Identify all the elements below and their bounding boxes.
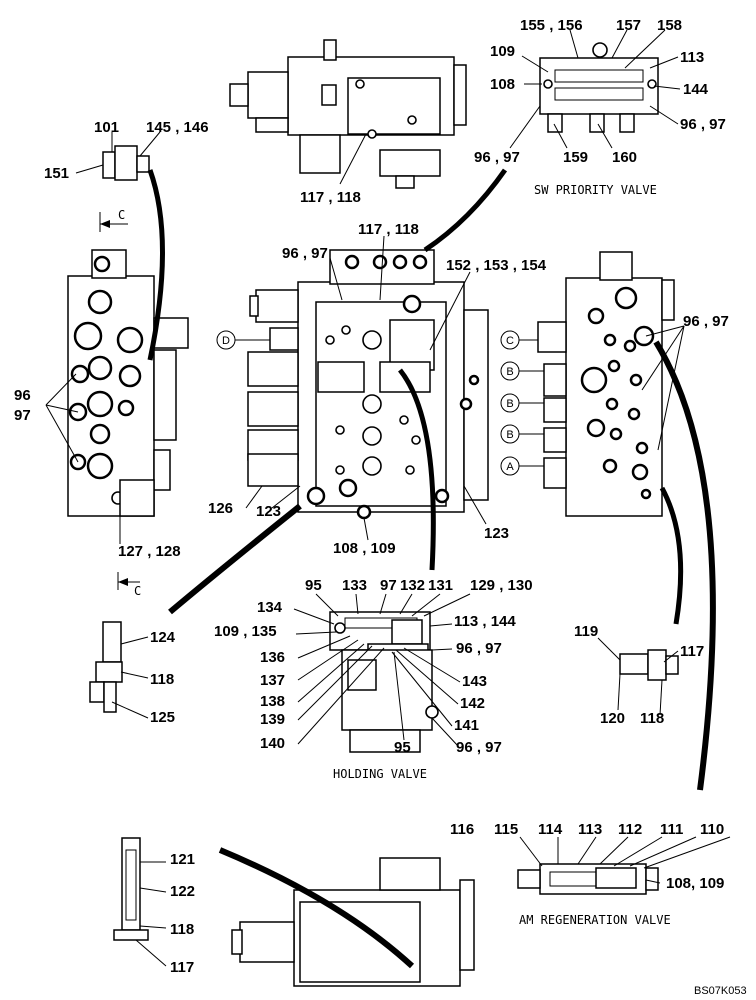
part-label: 96 , 97: [683, 313, 729, 330]
part-label: 116: [450, 821, 474, 838]
part-label: 152 , 153 , 154: [446, 257, 547, 274]
holding-valve-drawing: [329, 611, 439, 753]
part-label: 141: [454, 717, 479, 734]
part-label: 134: [257, 599, 283, 616]
part-label: 122: [170, 883, 195, 900]
part-label: 157: [616, 17, 641, 34]
part-label: 139: [260, 711, 285, 728]
part-label: 126: [208, 500, 233, 517]
part-label: 117 , 118: [300, 189, 361, 206]
part-label: 97: [380, 577, 397, 594]
svg-text:C: C: [118, 208, 125, 222]
top-view-valve-body: [229, 39, 467, 189]
part-label: 123: [484, 525, 509, 542]
part-label: 113: [680, 49, 704, 66]
part-label: 136: [260, 649, 285, 666]
part-label: 96 , 97: [282, 245, 328, 262]
section-c-marker-bottom: C: [117, 572, 141, 598]
part-label: 96: [14, 387, 31, 404]
part-label: 144: [683, 81, 709, 98]
part-label: 118: [150, 671, 174, 688]
part-label: 113 , 144: [454, 613, 516, 630]
part-label: 110: [700, 821, 724, 838]
sw-priority-valve-drawing: [539, 42, 659, 133]
part-label: 112: [618, 821, 642, 838]
port-marker-b-3: B: [500, 424, 544, 444]
drawing-code: BS07K053: [694, 985, 747, 997]
plug-101-drawing: [102, 145, 150, 181]
part-label: 133: [342, 577, 367, 594]
svg-text:B: B: [506, 398, 513, 410]
part-label: 160: [612, 149, 637, 166]
part-label: 125: [150, 709, 175, 726]
port-marker-d: D: [216, 330, 270, 350]
port-marker-a: A: [500, 456, 544, 476]
part-label: 97: [14, 407, 31, 424]
am-regeneration-valve-drawing: [517, 863, 659, 895]
am-regeneration-caption: AM REGENERATION VALVE: [519, 913, 671, 927]
svg-text:B: B: [506, 429, 513, 441]
part-label: 142: [460, 695, 485, 712]
svg-text:C: C: [134, 584, 141, 598]
part-label: 96 , 97: [456, 739, 502, 756]
part-label: 111: [660, 821, 683, 838]
part-label: 155 , 156: [520, 17, 583, 34]
part-label: 113: [578, 821, 602, 838]
svg-text:A: A: [506, 461, 514, 473]
part-label: 151: [44, 165, 69, 182]
sw-priority-caption: SW PRIORITY VALVE: [534, 183, 657, 197]
fitting-124-drawing: [89, 621, 123, 713]
part-label: 114: [538, 821, 563, 838]
part-label: 145 , 146: [146, 119, 209, 136]
part-label: 129 , 130: [470, 577, 533, 594]
spool-121-drawing: [113, 837, 149, 941]
part-label: 95: [394, 739, 411, 756]
part-label: 108, 109: [666, 875, 724, 892]
part-label: 138: [260, 693, 285, 710]
part-label: 95: [305, 577, 322, 594]
part-label: 131: [428, 577, 453, 594]
part-label: 108: [490, 76, 515, 93]
port-marker-b-2: B: [500, 393, 544, 413]
part-label: 109: [490, 43, 515, 60]
part-label: 117: [170, 959, 194, 976]
part-label: 108 , 109: [333, 540, 396, 557]
part-label: 132: [400, 577, 425, 594]
part-label: 124: [150, 629, 176, 646]
right-side-view-valve: [537, 251, 675, 517]
part-label: 117 , 118: [358, 221, 419, 238]
svg-text:C: C: [506, 335, 514, 347]
part-label: 137: [260, 672, 285, 689]
part-label: 117: [680, 643, 704, 660]
center-front-view-valve: [247, 249, 489, 520]
part-label: 127 , 128: [118, 543, 181, 560]
leader-lines: [45, 29, 731, 967]
part-label: 118: [170, 921, 194, 938]
part-label: 121: [170, 851, 195, 868]
part-label: 119: [574, 623, 598, 640]
part-label: 96 , 97: [456, 640, 502, 657]
holding-valve-caption: HOLDING VALVE: [333, 767, 427, 781]
port-marker-b-1: B: [500, 361, 544, 381]
svg-text:B: B: [506, 366, 513, 378]
port-marker-c: C: [500, 330, 538, 350]
part-label: 140: [260, 735, 285, 752]
part-label: 159: [563, 149, 588, 166]
part-label: 96 , 97: [474, 149, 520, 166]
part-label: 118: [640, 710, 664, 727]
part-label: 120: [600, 710, 625, 727]
fitting-119-drawing: [619, 649, 679, 681]
part-label: 123: [256, 503, 281, 520]
svg-text:D: D: [222, 335, 230, 347]
left-side-view-valve: [67, 249, 189, 517]
part-label: 158: [657, 17, 682, 34]
part-label: 115: [494, 821, 518, 838]
section-c-marker-top: C: [99, 208, 128, 232]
part-label: 101: [94, 119, 119, 136]
part-label: 96 , 97: [680, 116, 726, 133]
part-label: 109 , 135: [214, 623, 277, 640]
part-label: 143: [462, 673, 487, 690]
